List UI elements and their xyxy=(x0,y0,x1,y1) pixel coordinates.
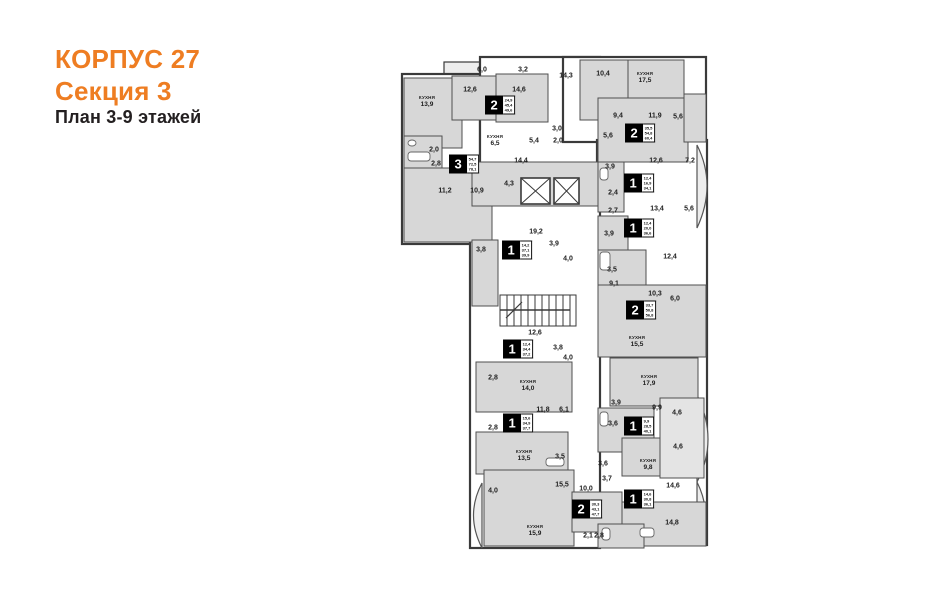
section-title: Секция 3 xyxy=(55,75,172,106)
elevator-x-icon xyxy=(553,177,580,205)
bathtub-icon xyxy=(599,251,611,271)
building-title: КОРПУС 27 xyxy=(55,44,201,74)
balcony-room xyxy=(659,397,705,479)
balcony-arc-bottom-left xyxy=(473,482,483,549)
toilet-icon xyxy=(599,167,609,181)
sink-icon xyxy=(407,139,417,147)
room xyxy=(471,239,499,307)
toilet-icon xyxy=(599,411,609,427)
room-kitchen xyxy=(475,361,573,413)
room-kitchen xyxy=(597,284,707,358)
bathtub-icon xyxy=(639,527,655,538)
bathtub-icon xyxy=(545,457,565,467)
room-kitchen xyxy=(475,431,569,475)
plan-header: КОРПУС 27 Секция 3 План 3-9 этажей xyxy=(55,44,201,129)
elevator-x-icon xyxy=(520,177,551,205)
room xyxy=(495,73,549,123)
toilet-icon xyxy=(601,527,611,541)
room-kitchen xyxy=(483,469,575,547)
floors-subtitle: План 3-9 этажей xyxy=(55,107,202,128)
stair-arrow xyxy=(505,301,523,319)
room xyxy=(597,97,689,163)
bathtub-icon xyxy=(407,151,431,162)
room-bath xyxy=(597,215,629,257)
room xyxy=(683,93,707,143)
balcony-arc-right-upper xyxy=(696,144,708,229)
